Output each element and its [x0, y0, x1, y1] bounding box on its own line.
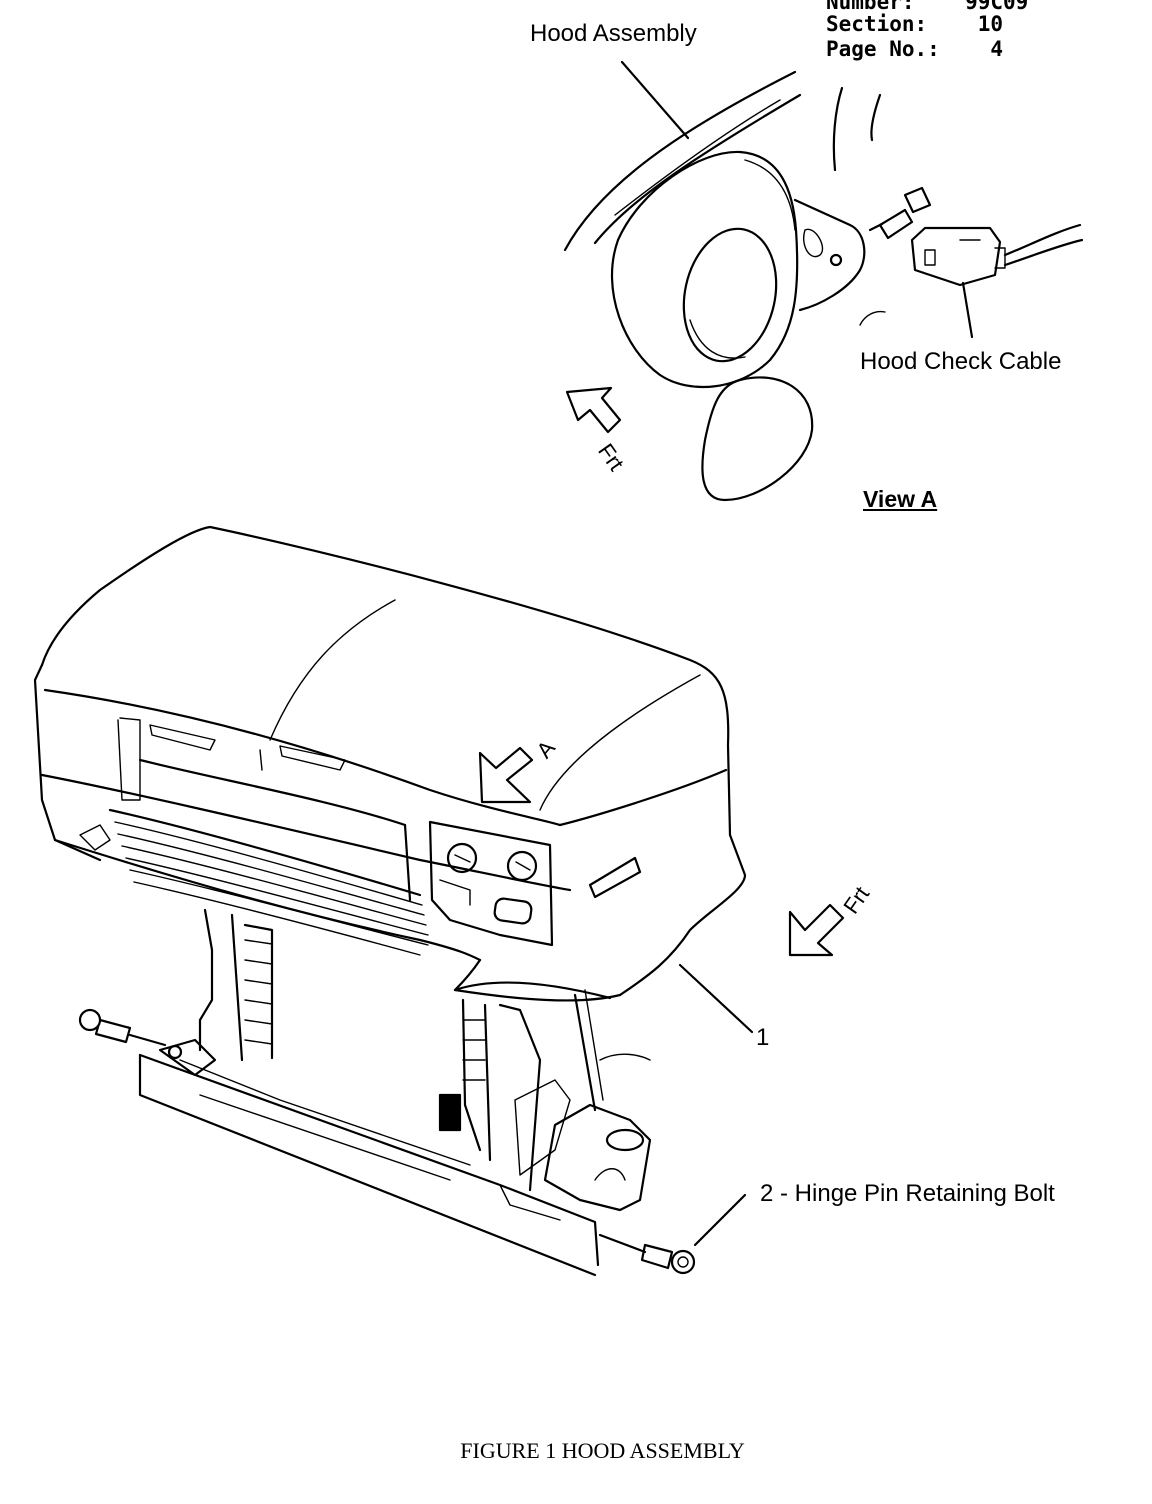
view-a-title: View A: [863, 486, 938, 512]
callout-1-label: 1: [756, 1024, 770, 1051]
callout-2-label: 2 - Hinge Pin Retaining Bolt: [760, 1180, 1055, 1207]
main-hood: [33, 525, 845, 1002]
document-page: Page No.: 4: [826, 37, 1004, 61]
radiator-support: [78, 908, 754, 1277]
document-number: Number: 99C09: [826, 0, 1029, 14]
figure-caption: FIGURE 1 HOOD ASSEMBLY: [460, 1438, 745, 1463]
hood-check-cable-label: Hood Check Cable: [860, 348, 1062, 375]
hood-assembly-label: Hood Assembly: [530, 20, 697, 47]
document-section: Section: 10: [826, 12, 1004, 36]
view-a-detail: [563, 60, 1084, 502]
